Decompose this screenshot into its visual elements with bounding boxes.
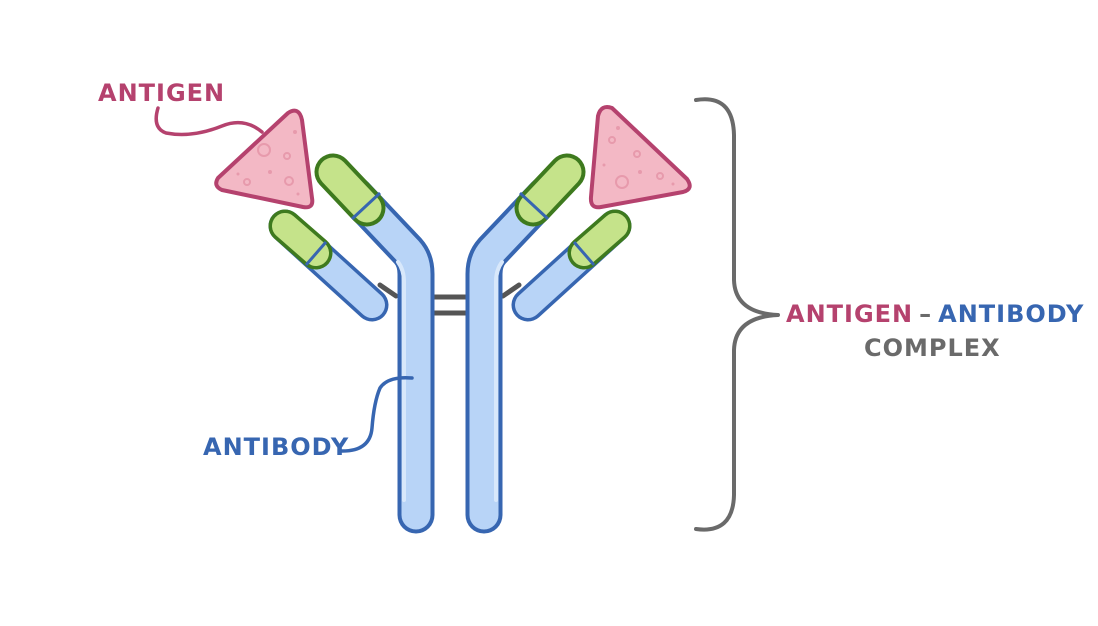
complex-label-line2: COMPLEX xyxy=(864,334,1001,362)
complex-antigen-word: ANTIGEN xyxy=(786,300,914,328)
right-antigen xyxy=(588,105,692,210)
complex-label-line1: ANTIGEN–ANTIBODY xyxy=(786,302,1084,326)
complex-dash: – xyxy=(919,300,933,328)
antigen-leader-line xyxy=(154,106,264,137)
right-heavy-chain xyxy=(465,153,586,534)
disulfide-bonds xyxy=(377,282,522,316)
antibody-label: ANTIBODY xyxy=(203,433,350,461)
antibody-leader-line xyxy=(338,375,414,453)
left-heavy-chain xyxy=(314,153,435,534)
left-light-chain xyxy=(268,209,389,322)
antigen-label: ANTIGEN xyxy=(98,79,226,107)
right-light-chain xyxy=(511,209,632,322)
curly-brace xyxy=(694,97,780,532)
left-antigen xyxy=(214,108,315,210)
complex-antibody-word: ANTIBODY xyxy=(938,300,1085,328)
